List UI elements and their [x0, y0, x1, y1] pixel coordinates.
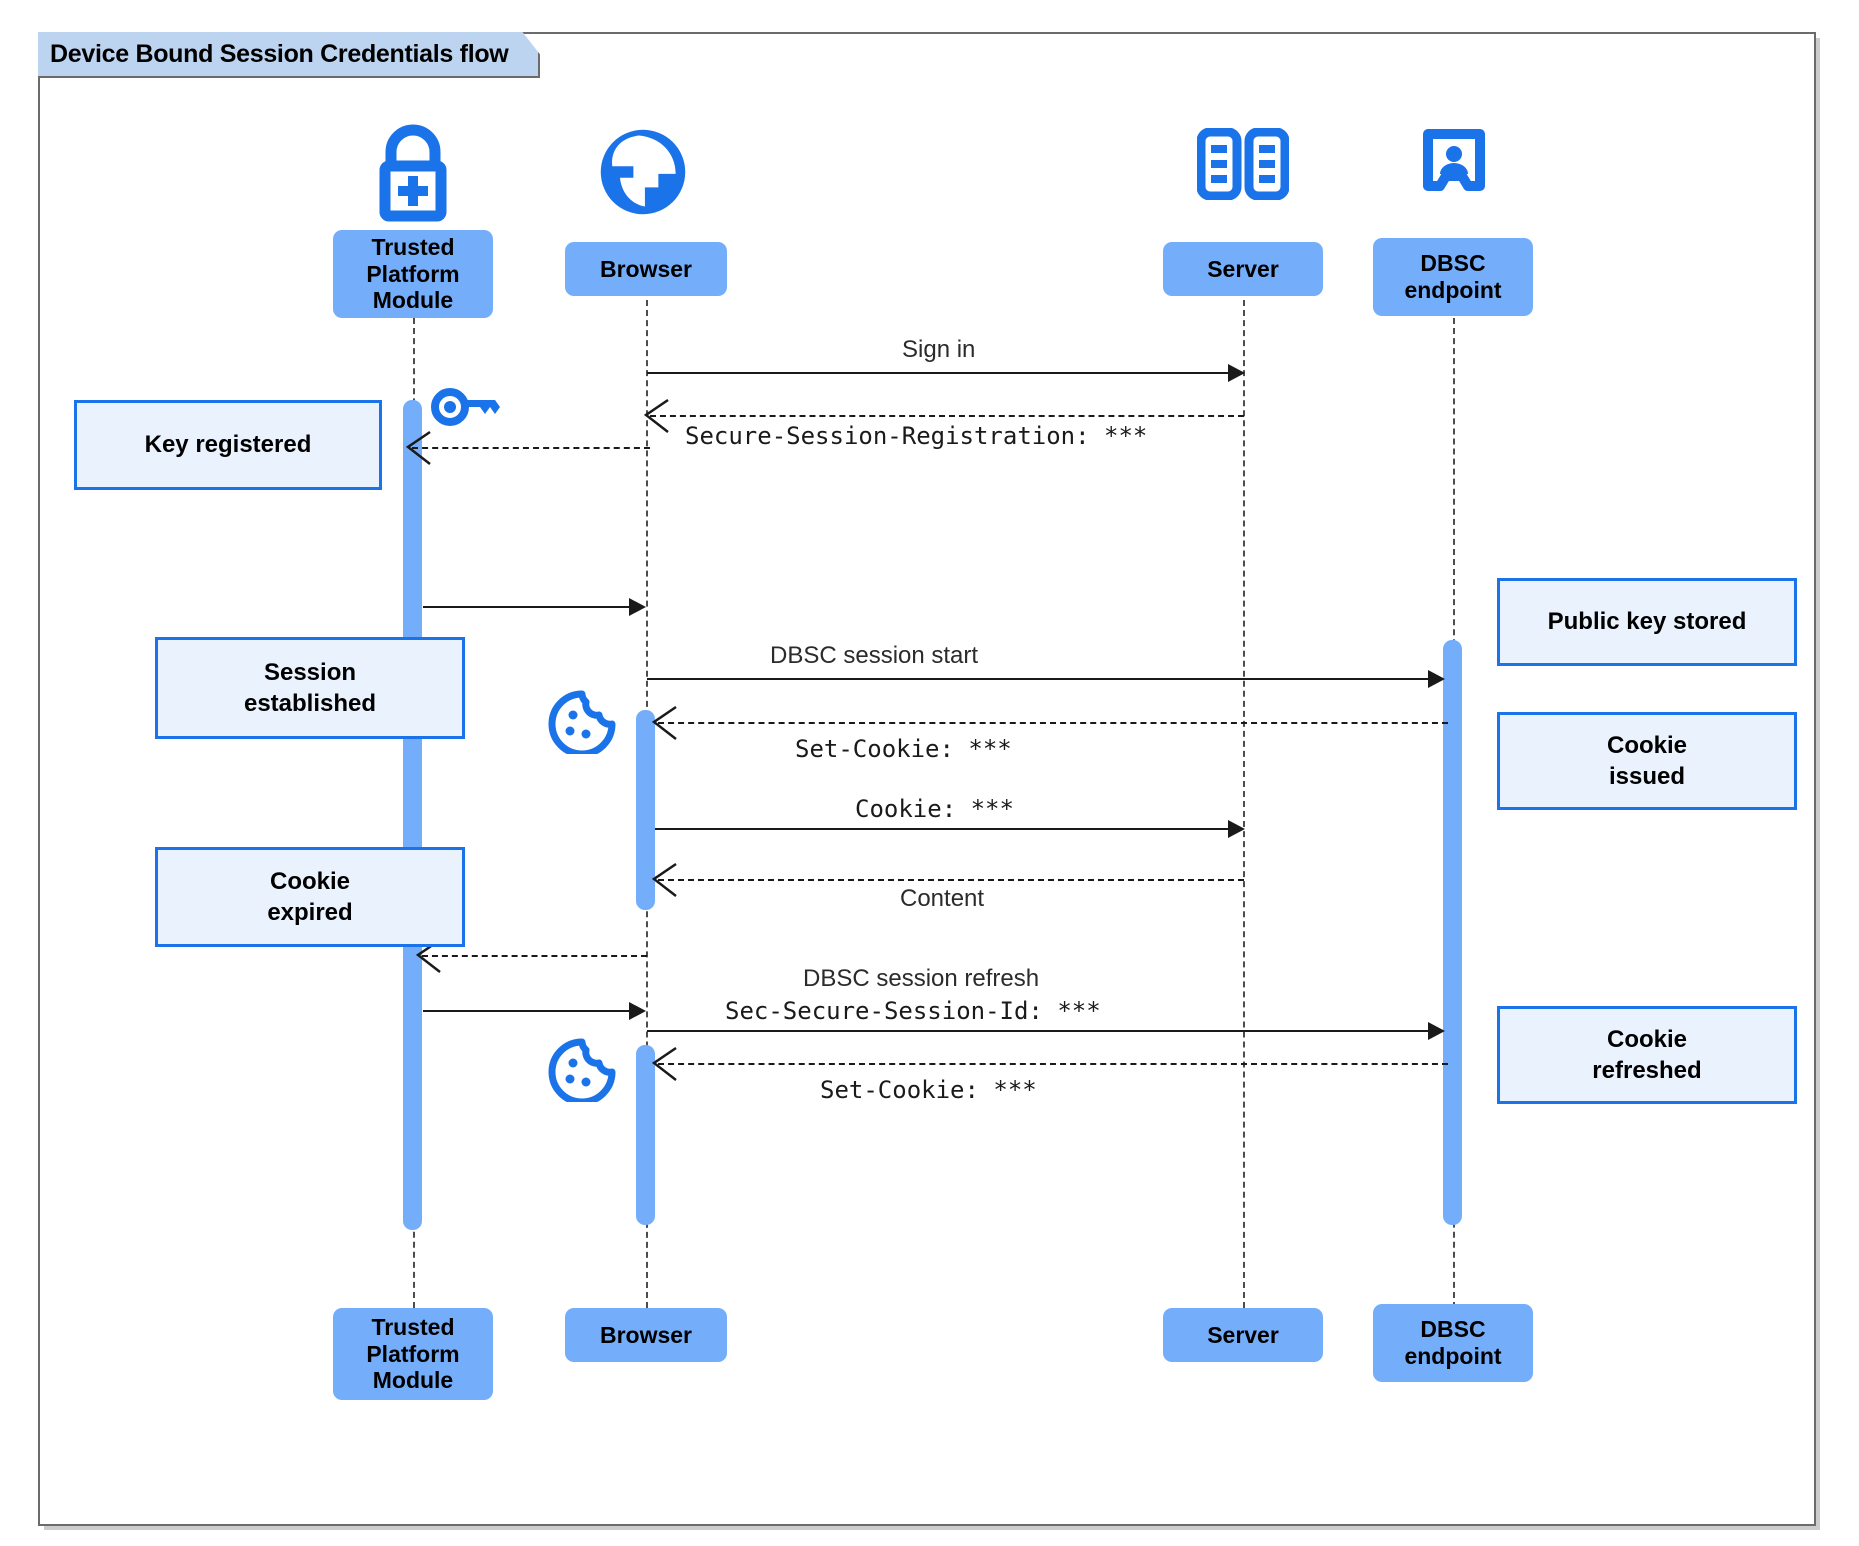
message-line-secure-session-registration [650, 415, 1244, 417]
message-arrowhead-cookie [1228, 820, 1245, 838]
participant-tpm-top[interactable]: Trusted Platform Module [333, 230, 493, 318]
participant-label: Browser [599, 255, 693, 282]
message-line-tpm-to-browser [423, 606, 633, 608]
cookie-icon [548, 1038, 616, 1107]
id-badge-icon [1422, 128, 1486, 209]
participant-tpm-bottom[interactable]: Trusted Platform Module [333, 1308, 493, 1400]
note-label: Session established [243, 658, 377, 717]
note-session-established: Session established [155, 637, 465, 739]
participant-label: DBSC endpoint [1404, 250, 1502, 303]
message-label-cookie: Cookie: *** [855, 795, 1014, 823]
participant-browser-top[interactable]: Browser [565, 242, 727, 296]
frame-title-tab: Device Bound Session Credentials flow [38, 32, 540, 78]
lifeline-server [1243, 280, 1245, 1308]
message-arrowhead-sign-in [1228, 364, 1245, 382]
cookie-icon [548, 690, 616, 759]
message-label-secure-session-registration: Secure-Session-Registration: *** [685, 422, 1148, 450]
message-arrowhead-set-cookie-1 [651, 705, 677, 740]
globe-icon [595, 124, 691, 225]
message-arrowhead-session-refresh [1428, 1022, 1445, 1040]
message-arrowhead-tpm-to-browser [629, 598, 646, 616]
participant-label: DBSC endpoint [1404, 1316, 1502, 1369]
participant-label: Trusted Platform Module [366, 1313, 460, 1394]
message-line-tpm-to-browser-2 [423, 1010, 633, 1012]
message-label-dbsc-session-start: DBSC session start [770, 642, 979, 669]
participant-server-bottom[interactable]: Server [1163, 1308, 1323, 1362]
activation-bar-dbsc [1443, 640, 1462, 1225]
message-arrowhead-secure-session-registration [643, 398, 669, 433]
message-label-content: Content [900, 885, 985, 912]
note-key-registered: Key registered [74, 400, 382, 490]
key-icon [430, 385, 500, 434]
note-label: Public key stored [1547, 608, 1747, 636]
participant-label: Browser [599, 1321, 693, 1348]
message-line-set-cookie-1 [658, 722, 1448, 724]
frame-title: Device Bound Session Credentials flow [50, 39, 509, 68]
participant-dbsc-bottom[interactable]: DBSC endpoint [1373, 1304, 1533, 1382]
message-label-dbsc-session-refresh: DBSC session refresh [803, 965, 1040, 992]
message-label-set-cookie-1: Set-Cookie: *** [795, 735, 1012, 763]
participant-label: Trusted Platform Module [366, 233, 460, 314]
note-label: Cookie issued [1606, 731, 1687, 790]
message-arrowhead-content [651, 862, 677, 897]
participant-browser-bottom[interactable]: Browser [565, 1308, 727, 1362]
message-line-registration-to-tpm [412, 447, 650, 449]
participant-label: Server [1207, 1321, 1279, 1348]
message-arrowhead-dbsc-session-start [1428, 670, 1445, 688]
message-arrowhead-tpm-to-browser-2 [629, 1002, 646, 1020]
servers-icon [1196, 127, 1290, 205]
message-arrowhead-registration-to-tpm [405, 430, 431, 465]
message-line-cookie [655, 828, 1232, 830]
activation-bar-browser-1 [636, 710, 655, 910]
message-line-browser-to-tpm [422, 955, 647, 957]
participant-label: Server [1207, 255, 1279, 282]
message-label-sign-in: Sign in [902, 336, 976, 363]
note-public-key-stored: Public key stored [1497, 578, 1797, 666]
message-line-sign-in [647, 372, 1232, 374]
message-line-dbsc-session-start [647, 678, 1442, 680]
message-line-content [658, 879, 1244, 881]
note-cookie-issued: Cookie issued [1497, 712, 1797, 810]
message-line-set-cookie-2 [658, 1063, 1448, 1065]
message-label-set-cookie-2: Set-Cookie: *** [820, 1076, 1037, 1104]
note-label: Key registered [144, 431, 312, 459]
note-cookie-refreshed: Cookie refreshed [1497, 1006, 1797, 1104]
note-label: Cookie expired [267, 867, 353, 926]
note-label: Cookie refreshed [1592, 1025, 1702, 1084]
participant-dbsc-top[interactable]: DBSC endpoint [1373, 238, 1533, 316]
message-label-sec-secure-session-id: Sec-Secure-Session-Id: *** [725, 997, 1101, 1025]
note-cookie-expired: Cookie expired [155, 847, 465, 947]
message-line-session-refresh [647, 1030, 1442, 1032]
activation-bar-browser-2 [636, 1045, 655, 1225]
message-arrowhead-set-cookie-2 [651, 1046, 677, 1081]
activation-bar-tpm [403, 400, 422, 1230]
lock-plus-icon [365, 122, 461, 227]
participant-server-top[interactable]: Server [1163, 242, 1323, 296]
